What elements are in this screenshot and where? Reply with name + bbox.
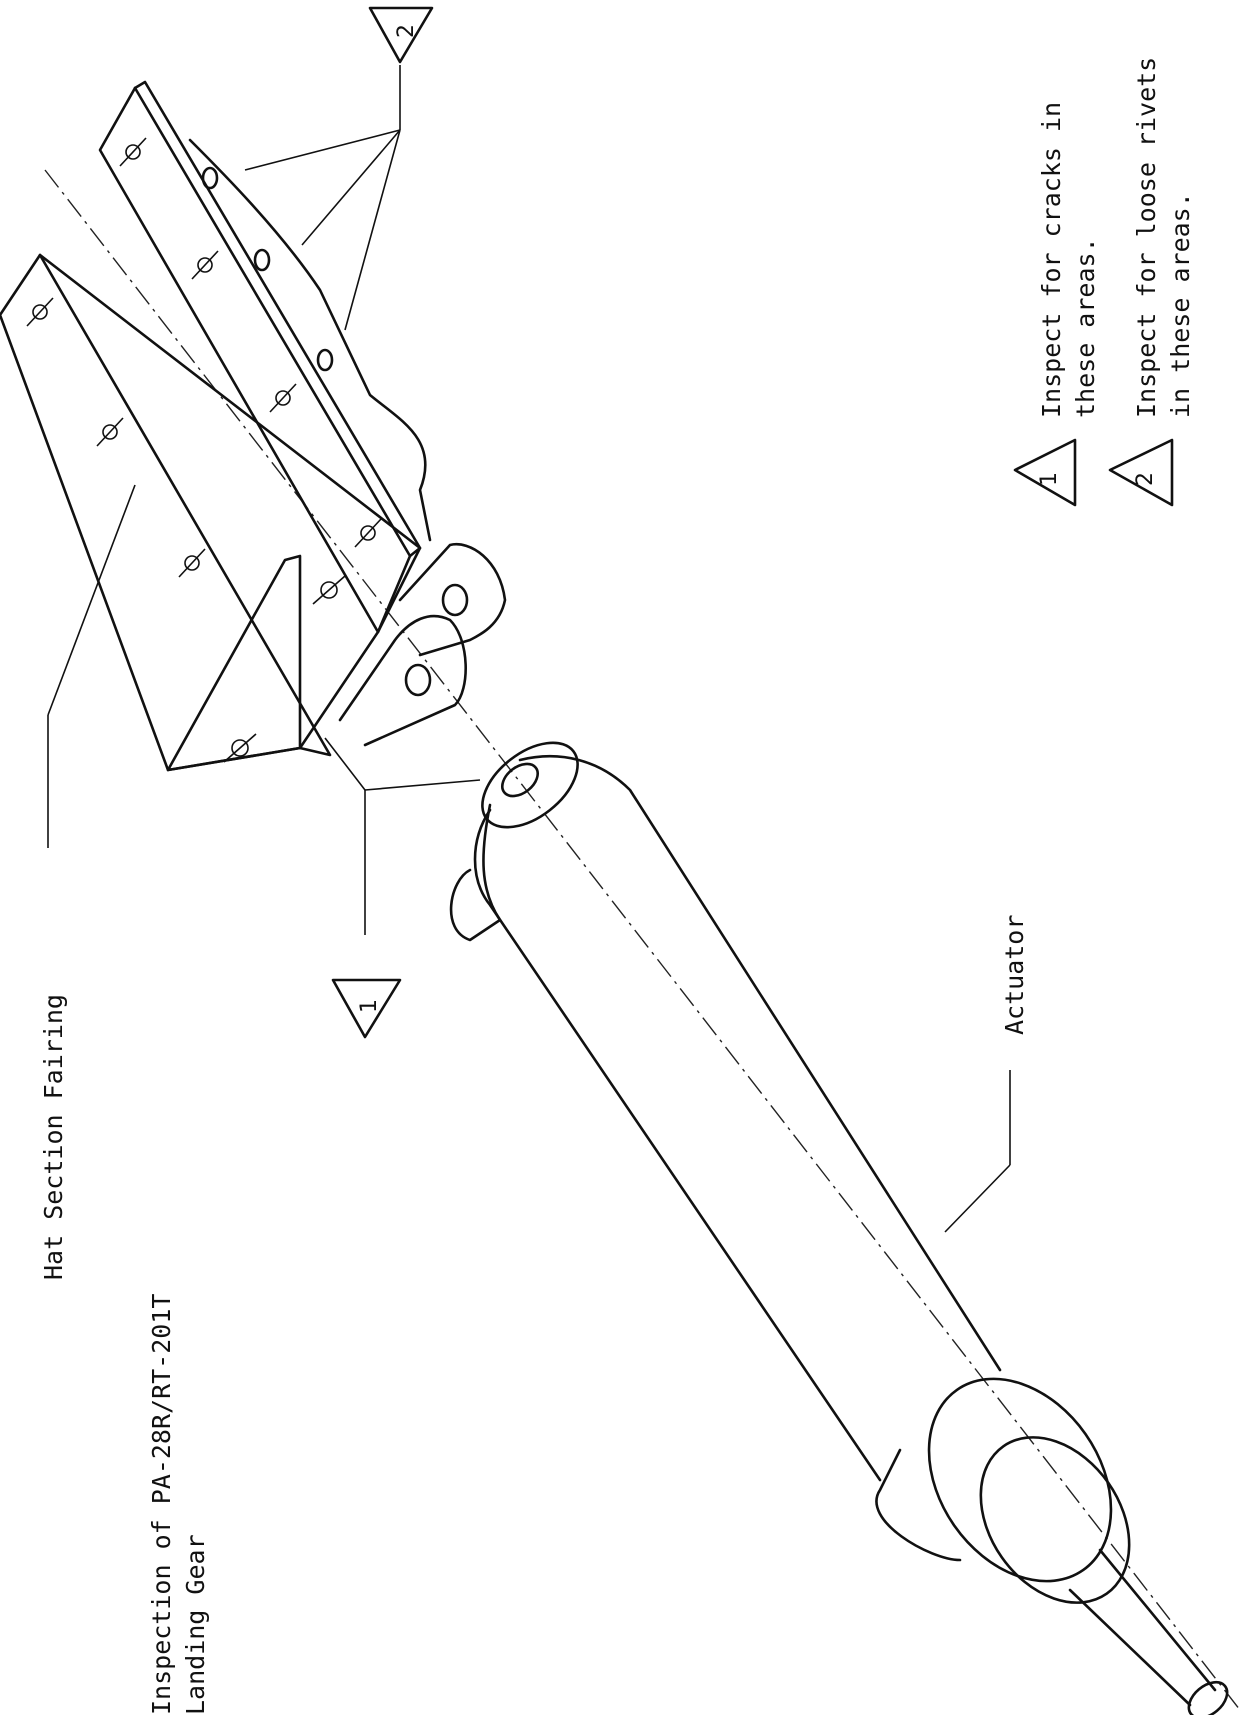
- top-marker-number: 2: [394, 24, 419, 38]
- figure-title: Inspection of PA-28R/RT-201T Landing Gea…: [145, 1294, 213, 1715]
- legend-text-2-line2: in these areas.: [1166, 192, 1195, 418]
- actuator-lugs: [188, 138, 507, 747]
- actuator-cylinder: [449, 741, 1229, 1715]
- callout-marker-2: [368, 6, 434, 64]
- legend-number-1: 1: [1037, 472, 1062, 486]
- legend-text-1-line1: Inspect for cracks in: [1037, 101, 1066, 418]
- legend-text-1-line2: these areas.: [1071, 237, 1100, 418]
- figure-title-line1: Inspection of PA-28R/RT-201T: [147, 1293, 176, 1715]
- left-marker-number: 1: [357, 999, 382, 1013]
- legend-marker-1: [1013, 438, 1077, 507]
- actuator-label: Actuator: [1000, 914, 1029, 1035]
- legend-text-2: Inspect for loose rivets in these areas.: [1130, 57, 1198, 418]
- leader-lines: [47, 65, 1011, 1233]
- assembly-centerline: [44, 169, 1241, 1711]
- callout-marker-1: [331, 978, 402, 1039]
- legend-number-2: 2: [1133, 472, 1158, 486]
- rivet-marks: [26, 137, 382, 763]
- legend-marker-2: [1108, 438, 1174, 507]
- hat-section-fairing: [0, 80, 422, 772]
- figure-title-line2: Landing Gear: [181, 1534, 210, 1715]
- legend-text-2-line1: Inspect for loose rivets: [1132, 56, 1161, 418]
- legend-text-1: Inspect for cracks in these areas.: [1035, 102, 1103, 418]
- hat-section-label: Hat Section Fairing: [39, 994, 68, 1280]
